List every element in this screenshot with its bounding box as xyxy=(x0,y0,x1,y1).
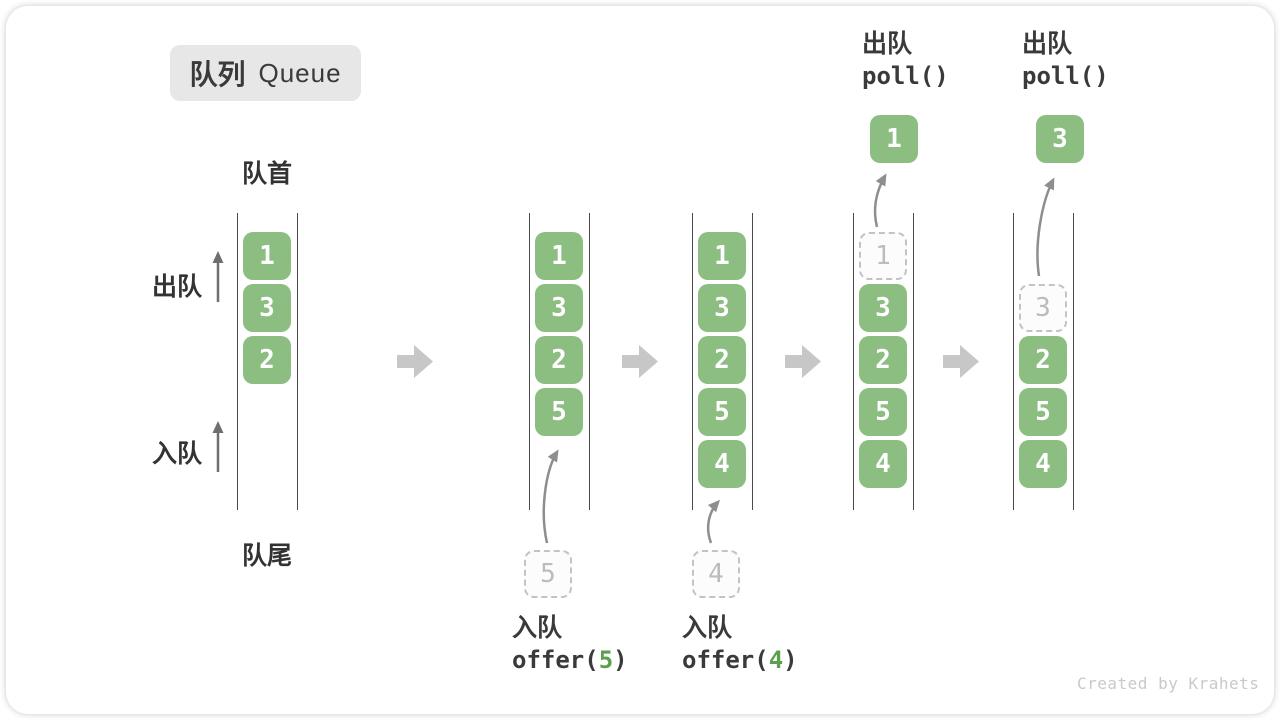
polled-value-box: 1 xyxy=(870,115,918,163)
title-zh: 队列 xyxy=(189,59,246,90)
staging-cell: 4 xyxy=(692,550,740,598)
queue-cell: 3 xyxy=(698,284,746,332)
enqueue-op-label: 入队 xyxy=(682,614,733,642)
queue-cell: 3 xyxy=(243,284,291,332)
offer-arg: 5 xyxy=(598,646,614,674)
offer-code: offer(4) xyxy=(682,646,798,674)
title-en: Queue xyxy=(258,57,342,88)
removed-cell: 3 xyxy=(1019,284,1067,332)
queue-state-2: 1 3 2 5 xyxy=(529,213,590,510)
offer-arg: 4 xyxy=(768,646,784,674)
queue-cell: 5 xyxy=(859,388,907,436)
queue-cell: 1 xyxy=(535,232,583,280)
queue-cell: 3 xyxy=(859,284,907,332)
offer-code: offer(5) xyxy=(512,646,628,674)
queue-state-4: 1 3 2 5 4 xyxy=(853,213,914,510)
queue-cell: 5 xyxy=(698,388,746,436)
enqueue-caption: 入队 offer(5) xyxy=(512,612,628,676)
block-arrow-icon xyxy=(397,345,433,378)
enqueue-caption: 入队 offer(4) xyxy=(682,612,798,676)
poll-code: poll() xyxy=(1022,62,1109,90)
enqueue-label: 入队 xyxy=(152,440,203,468)
removed-cell: 1 xyxy=(859,232,907,280)
poll-code: poll() xyxy=(862,62,949,90)
queue-cell: 5 xyxy=(1019,388,1067,436)
queue-cell: 2 xyxy=(535,336,583,384)
queue-cell: 2 xyxy=(243,336,291,384)
queue-cell: 4 xyxy=(859,440,907,488)
queue-cell: 1 xyxy=(243,232,291,280)
queue-cell: 4 xyxy=(698,440,746,488)
queue-cell: 2 xyxy=(1019,336,1067,384)
queue-cell: 2 xyxy=(859,336,907,384)
polled-value-box: 3 xyxy=(1036,115,1084,163)
dequeue-label: 出队 xyxy=(152,273,203,301)
dequeue-caption: 出队 poll() xyxy=(1022,28,1109,92)
queue-cell: 5 xyxy=(535,388,583,436)
queue-cell: 4 xyxy=(1019,440,1067,488)
dequeue-op-label: 出队 xyxy=(862,30,913,58)
queue-front-label: 队首 xyxy=(241,160,292,188)
staging-cell: 5 xyxy=(524,550,572,598)
queue-cell: 3 xyxy=(535,284,583,332)
watermark: Created by Krahets xyxy=(1077,674,1260,693)
block-arrow-icon xyxy=(785,345,821,378)
queue-rear-label: 队尾 xyxy=(241,542,292,570)
queue-cell: 2 xyxy=(698,336,746,384)
dequeue-caption: 出队 poll() xyxy=(862,28,949,92)
dequeue-op-label: 出队 xyxy=(1022,30,1073,58)
queue-state-3: 1 3 2 5 4 xyxy=(692,213,753,510)
block-arrow-icon xyxy=(622,345,658,378)
queue-state-5: 3 2 5 4 xyxy=(1013,213,1074,510)
queue-cell: 1 xyxy=(698,232,746,280)
block-arrow-icon xyxy=(943,345,979,378)
queue-state-1: 1 3 2 xyxy=(237,213,298,510)
enqueue-op-label: 入队 xyxy=(512,614,563,642)
figure-title: 队列 Queue xyxy=(170,45,361,101)
